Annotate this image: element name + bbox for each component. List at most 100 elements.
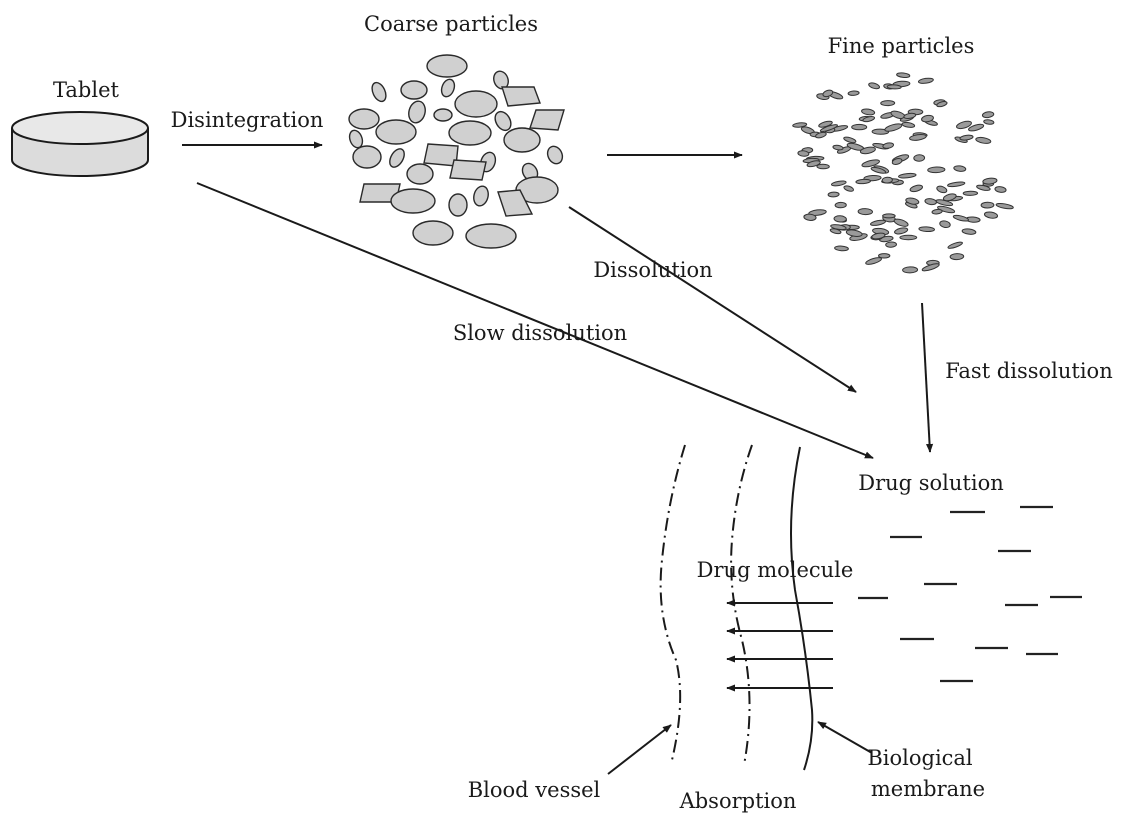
fine-particle — [984, 211, 998, 219]
fine-particle — [898, 173, 916, 179]
fine-particle — [939, 220, 951, 228]
coarse-particle — [466, 224, 516, 248]
fine-particle — [882, 177, 892, 183]
fine-particle — [848, 91, 859, 96]
biological-membrane-line — [791, 447, 812, 770]
fine-particle — [843, 185, 854, 192]
fine-particle — [902, 122, 915, 129]
fine-particles-label: Fine particles — [828, 34, 975, 58]
tablet-label: Tablet — [53, 78, 119, 102]
blood-vessel-label: Blood vessel — [468, 778, 601, 802]
fine-particle — [846, 229, 863, 238]
fine-particle — [963, 191, 977, 195]
coarse-particle — [413, 221, 453, 245]
fine-particle — [886, 242, 897, 248]
fine-particle — [879, 254, 890, 258]
fine-particle — [896, 72, 910, 78]
coarse-particles-label: Coarse particles — [364, 12, 538, 36]
drug-molecule-label: Drug molecule — [697, 558, 854, 582]
fine-particle — [861, 108, 875, 116]
inner-membrane-line — [731, 445, 752, 765]
fine-particle — [982, 111, 994, 118]
fine-particle — [902, 267, 917, 274]
slow-dissolution-label: Slow dissolution — [453, 321, 627, 345]
fine-particle — [975, 136, 991, 144]
coarse-particle — [391, 189, 435, 213]
coarse-particle — [407, 164, 433, 184]
fine-particle — [852, 124, 867, 129]
fine-particle — [981, 202, 994, 208]
fine-particle — [834, 215, 847, 222]
fine-particle — [856, 179, 871, 184]
fine-particle — [960, 134, 974, 140]
fine-particle — [962, 228, 976, 235]
fine-particle — [858, 208, 873, 214]
fine-particle — [928, 167, 945, 173]
coarse-particle — [353, 146, 381, 168]
coarse-particle — [349, 109, 379, 129]
coarse-particle — [439, 77, 456, 98]
fine-particle — [868, 82, 880, 90]
fine-particle — [953, 214, 969, 222]
fast-dissolution-label: Fast dissolution — [945, 359, 1112, 383]
fine-particle — [954, 165, 967, 172]
coarse-particle — [492, 109, 514, 133]
fast-dissolution-arrow — [922, 303, 930, 452]
fine-particle — [900, 235, 917, 239]
fine-particle — [883, 214, 896, 218]
fine-particle — [983, 119, 994, 125]
fine-particle — [835, 202, 846, 208]
fine-particle — [894, 227, 908, 235]
fine-particle — [887, 85, 901, 90]
fine-particle — [834, 246, 848, 252]
blood-vessel-pointer-arrow — [608, 725, 671, 774]
fine-particle — [884, 122, 903, 132]
coarse-particle — [449, 194, 467, 216]
drug-solution-label: Drug solution — [858, 471, 1004, 495]
fine-particle — [893, 218, 909, 228]
dissolution-label: Dissolution — [593, 258, 712, 282]
coarse-particles-cluster — [347, 55, 565, 248]
biological-membrane-label-line1: Biological — [867, 746, 973, 770]
fine-particle — [833, 145, 844, 151]
blood-vessel-wall-line — [661, 445, 685, 760]
coarse-particle — [449, 121, 491, 145]
fine-particle — [919, 226, 935, 231]
fine-particle — [918, 77, 934, 84]
coarse-particle — [502, 87, 540, 106]
coarse-particle — [369, 80, 388, 103]
fine-particle — [925, 198, 937, 206]
fine-particle — [831, 180, 846, 187]
drug-molecules-in-solution — [858, 507, 1082, 681]
fine-particle — [909, 134, 926, 142]
fine-particle — [947, 241, 963, 250]
coarse-particle — [387, 146, 407, 169]
coarse-particle — [530, 110, 564, 130]
coarse-particle — [376, 120, 416, 144]
fine-particle — [932, 209, 943, 215]
coarse-particle — [406, 99, 427, 124]
coarse-particle — [472, 185, 491, 208]
disintegration-label: Disintegration — [171, 108, 324, 132]
fine-particle — [983, 177, 998, 184]
biological-membrane-pointer-arrow — [818, 722, 872, 753]
fine-particle — [996, 202, 1014, 209]
fine-particle — [914, 155, 925, 162]
fine-particle — [881, 100, 895, 105]
coarse-particle — [504, 128, 540, 152]
fine-particle — [882, 142, 894, 149]
fine-particle — [947, 181, 965, 187]
biological-membrane-label-line2: membrane — [871, 777, 985, 801]
fine-particles-cluster — [793, 72, 1014, 273]
coarse-particle — [427, 55, 467, 77]
coarse-particle — [545, 144, 565, 166]
coarse-particle — [434, 109, 452, 121]
fine-particle — [903, 112, 916, 119]
coarse-particle — [450, 160, 486, 180]
fine-particle — [909, 184, 923, 193]
coarse-particle — [401, 81, 427, 99]
dissolution-arrow — [569, 207, 856, 392]
fine-particle — [950, 253, 964, 259]
absorption-label: Absorption — [679, 789, 797, 813]
